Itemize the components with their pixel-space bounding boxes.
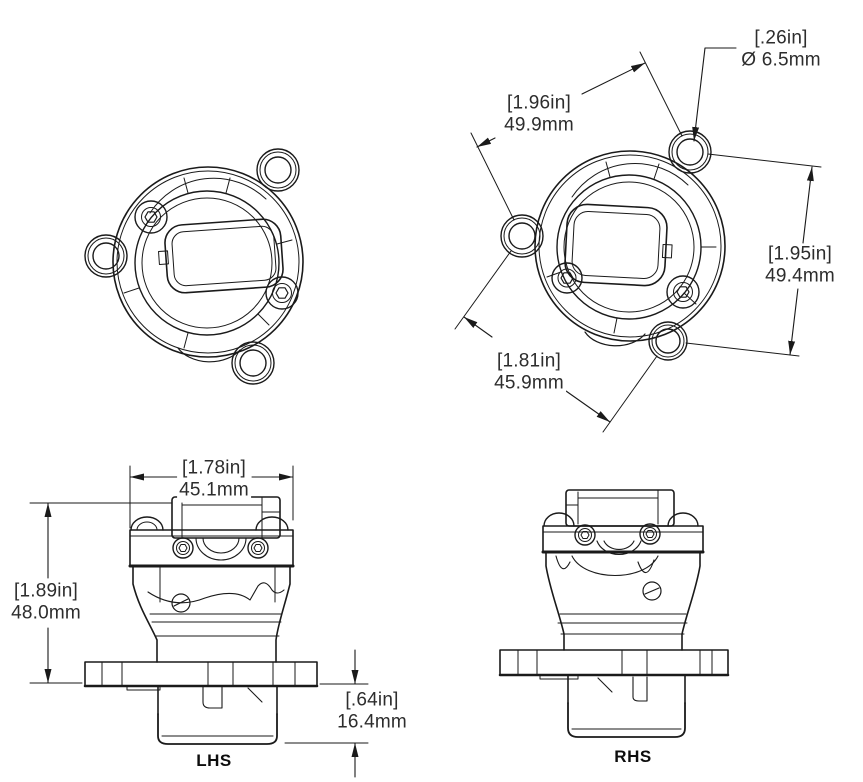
dim-bolt-spacing-lower-mm: 45.9mm — [494, 373, 564, 394]
top-view-left — [84, 148, 304, 385]
dim-bolt-spacing-upper: [1.96in] 49.9mm — [502, 92, 576, 138]
dim-hole-diameter-mm: Ø 6.5mm — [741, 50, 821, 71]
side-view-lhs — [83, 496, 319, 745]
dim-hole-diameter-in: [.26in] — [754, 27, 808, 49]
dim-hole-diameter: [.26in] Ø 6.5mm — [739, 27, 823, 73]
top-view-right-dimensioned — [500, 130, 726, 361]
dim-spigot-height-in: [.64in] — [345, 689, 399, 711]
dim-bolt-spacing-right-in: [1.95in] — [768, 243, 832, 265]
dimension-lines-top-view — [454, 47, 822, 433]
view-label-rhs: RHS — [614, 747, 652, 766]
dimension-lines-lhs-view — [29, 465, 369, 778]
dim-bolt-spacing-upper-mm: 49.9mm — [504, 115, 574, 136]
dim-overall-height: [1.89in] 48.0mm — [9, 580, 83, 626]
dim-spigot-height: [.64in] 16.4mm — [335, 689, 409, 735]
dim-overall-height-mm: 48.0mm — [11, 603, 81, 624]
dim-bolt-spacing-right-mm: 49.4mm — [765, 266, 835, 287]
dim-body-width: [1.78in] 45.1mm — [177, 457, 251, 503]
view-label-lhs: LHS — [196, 751, 232, 770]
dim-bolt-spacing-lower: [1.81in] 45.9mm — [492, 350, 566, 396]
dim-body-width-mm: 45.1mm — [179, 480, 249, 501]
dim-body-width-in: [1.78in] — [182, 457, 246, 479]
dim-bolt-spacing-lower-in: [1.81in] — [497, 350, 561, 372]
side-view-rhs — [498, 489, 730, 738]
dim-bolt-spacing-upper-in: [1.96in] — [507, 92, 571, 114]
dim-overall-height-in: [1.89in] — [14, 580, 78, 602]
dim-bolt-spacing-right: [1.95in] 49.4mm — [763, 243, 837, 289]
dim-spigot-height-mm: 16.4mm — [337, 712, 407, 733]
